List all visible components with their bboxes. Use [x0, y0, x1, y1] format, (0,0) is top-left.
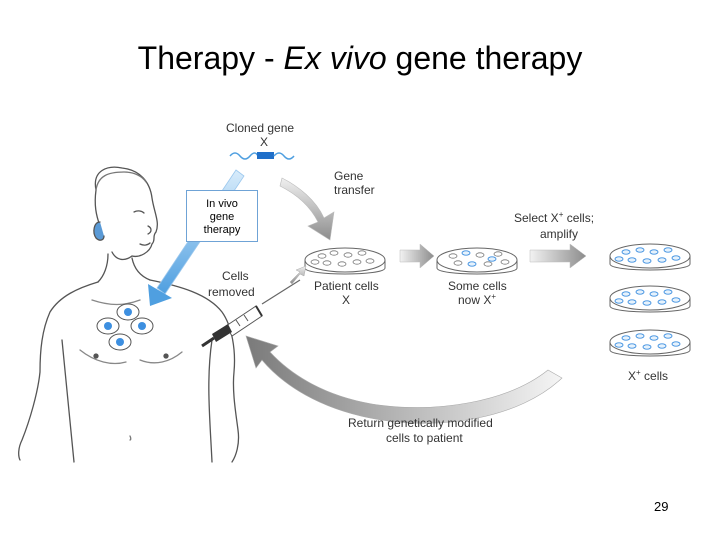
select-cells-label: Select X+ cells;: [514, 210, 594, 225]
cloned-gene-label: Cloned gene: [226, 121, 294, 135]
return-arrow: [245, 335, 563, 424]
patient-cells-label-2: X: [342, 293, 350, 307]
return-label-2: cells to patient: [386, 431, 463, 445]
page-number: 29: [654, 499, 669, 514]
title-italic: Ex vivo: [283, 40, 387, 76]
x-cells-label: X+ cells: [628, 368, 668, 383]
callout-line-3: therapy: [203, 224, 241, 236]
gene-transfer-label-1: Gene: [334, 169, 364, 183]
amplified-dish-2: [609, 285, 691, 313]
syringe-icon: [201, 279, 301, 348]
patient-cells-dish: [304, 247, 386, 275]
gene-x-label: X: [260, 135, 268, 149]
gene-transfer-arrow: [279, 177, 335, 241]
callout-line-1: In vivo: [206, 198, 238, 210]
arrow-to-amplified-dishes: [529, 243, 587, 269]
amplify-label: amplify: [540, 227, 578, 241]
return-label-1: Return genetically modified: [348, 416, 493, 430]
title-suffix: gene therapy: [386, 40, 583, 76]
cells-removed-label-2: removed: [208, 285, 255, 299]
amplified-dish-1: [609, 243, 691, 271]
implanted-cells: [96, 303, 154, 351]
gene-transfer-label-2: transfer: [334, 183, 375, 197]
arrow-to-modified-dish: [399, 243, 435, 269]
patient-figure: [18, 166, 240, 463]
amplified-dish-3: [609, 329, 691, 357]
slide-title: Therapy - Ex vivo gene therapy: [0, 40, 720, 77]
some-cells-label-2: now X+: [458, 292, 496, 307]
cloned-gene-dna: [229, 152, 295, 160]
title-prefix: Therapy -: [137, 40, 284, 76]
modified-cells-dish: [436, 247, 518, 275]
in-vivo-callout: In vivo gene therapy: [186, 190, 258, 242]
patient-cells-label-1: Patient cells: [314, 279, 379, 293]
some-cells-label-1: Some cells: [448, 279, 507, 293]
to-dish-arrow: [289, 265, 307, 285]
cells-removed-label-1: Cells: [222, 269, 249, 283]
callout-line-2: gene: [209, 211, 235, 223]
